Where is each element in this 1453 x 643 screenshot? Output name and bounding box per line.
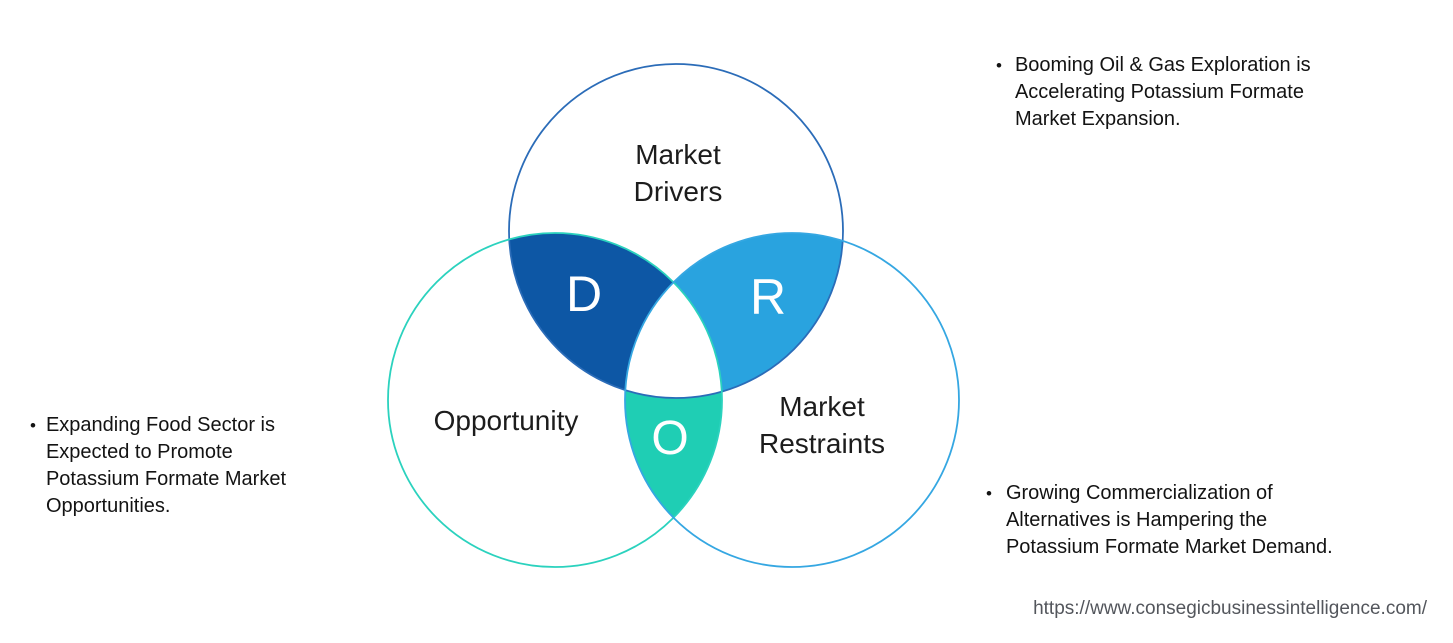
opportunity-letter: O bbox=[651, 412, 688, 465]
bullet-dot: • bbox=[986, 484, 992, 503]
bullet-dot: • bbox=[30, 416, 36, 435]
restraints-annotation-text: Growing Commercialization of Alternative… bbox=[1005, 482, 1333, 558]
bullet-dot: • bbox=[996, 56, 1002, 75]
drivers-circle-outline bbox=[508, 63, 844, 399]
opportunity-circle-outline bbox=[387, 232, 723, 568]
drivers-letter: D bbox=[566, 266, 602, 322]
restraints-circle-label: Market Restraints bbox=[758, 391, 886, 459]
restraints-annotation: • Growing Commercialization of Alternati… bbox=[986, 480, 1426, 561]
drivers-annotation-text: Booming Oil & Gas Exploration is Acceler… bbox=[1014, 54, 1311, 130]
drivers-restraints-overlap bbox=[625, 233, 843, 398]
opportunity-annotation: • Expanding Food Sector is Expected to P… bbox=[30, 412, 370, 520]
restraints-letter: R bbox=[750, 269, 786, 325]
opportunity-circle-label: Opportunity bbox=[433, 405, 579, 436]
drivers-circle-label: Market Drivers bbox=[633, 139, 723, 207]
drivers-annotation: • Booming Oil & Gas Exploration is Accel… bbox=[996, 52, 1416, 133]
source-url[interactable]: https://www.consegicbusinessintelligence… bbox=[1033, 598, 1427, 619]
restraints-circle-outline bbox=[624, 232, 960, 568]
opportunity-annotation-text: Expanding Food Sector is Expected to Pro… bbox=[45, 414, 287, 517]
drivers-opportunity-overlap bbox=[509, 233, 722, 398]
